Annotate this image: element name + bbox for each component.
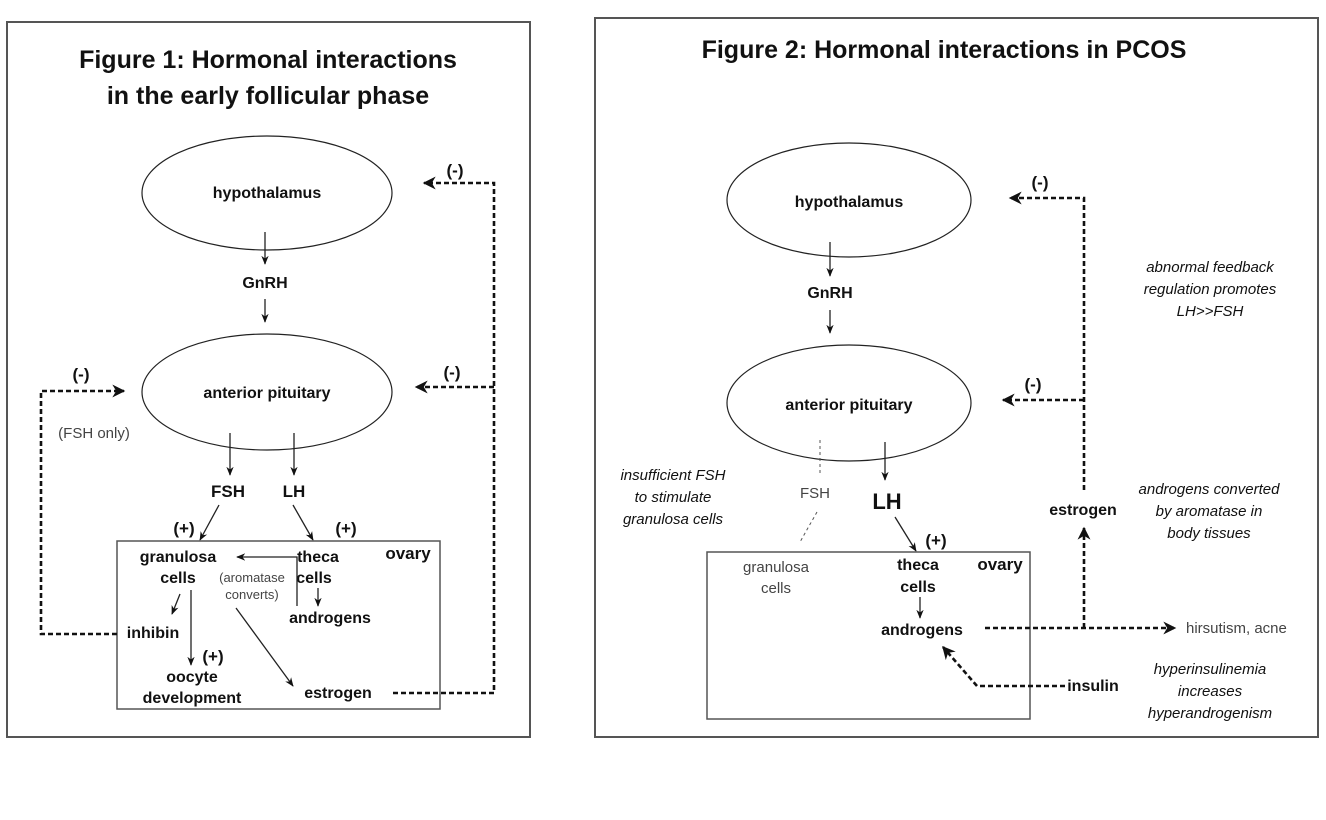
aromatase-label-line1: (aromatase [219,570,285,585]
estrogen-feedback-hypothalamus-2 [1008,191,1086,490]
note-insufficient-fsh: insufficient FSH to stimulate granulosa … [620,467,725,528]
svg-text:abnormal feedback: abnormal feedback [1146,259,1275,276]
svg-text:hyperandrogenism: hyperandrogenism [1148,705,1272,722]
fsh-positive-sign: (+) [173,519,194,538]
granulosa-label-line2: cells [160,570,196,587]
androgens-label-2: androgens [881,622,963,639]
arrow-lh-theca-2 [894,516,917,552]
ovary-label: ovary [385,544,431,563]
hypothalamus-negative-sign: (-) [447,161,464,180]
note-abnormal-feedback: abnormal feedback regulation promotes LH… [1144,259,1277,320]
figure-2-title: Figure 2: Hormonal interactions in PCOS [702,36,1187,64]
anterior-pituitary-node [141,333,393,451]
estrogen-label-2: estrogen [1049,502,1117,519]
arrow-androgens-granulosa [236,553,298,606]
ovary-label-2: ovary [977,555,1023,574]
fsh-label-2: FSH [800,485,830,502]
lh-positive-sign: (+) [335,519,356,538]
arrow-granulosa-inhibin [171,593,181,615]
oocyte-label-line1: oocyte [166,669,218,686]
arrow-lh-theca [292,504,314,541]
note-aromatase-conversion: androgens converted by aromatase in body… [1139,481,1281,542]
gnrh-label: GnRH [242,275,287,292]
hypothalamus-node-2 [726,142,972,258]
oocyte-label-line2: development [143,690,242,707]
arrow-aromatase-estrogen [235,607,294,687]
inhibin-feedback-pituitary [39,384,126,636]
gnrh-label-2: GnRH [807,285,852,302]
granulosa-label-2-line2: cells [761,580,791,597]
svg-text:increases: increases [1178,683,1243,700]
figure-1: Figure 1: Hormonal interactions in the e… [6,21,531,738]
ovary-box [116,540,441,710]
granulosa-label-2-line1: granulosa [743,559,810,576]
hypothalamus-node [141,135,393,251]
anterior-pituitary-node-2 [726,344,972,462]
inhibin-negative-sign: (-) [73,365,90,384]
hypothalamus-label-2: hypothalamus [795,194,904,211]
estrogen-label: estrogen [304,685,372,702]
androgens-label: androgens [289,610,371,627]
figure-2-frame [594,17,1319,738]
svg-text:hyperinsulinemia: hyperinsulinemia [1154,661,1267,678]
note-hyperinsulinemia: hyperinsulinemia increases hyperandrogen… [1148,661,1272,722]
svg-text:insufficient FSH: insufficient FSH [620,467,725,484]
insulin-to-androgens [942,646,1065,688]
weak-fsh-to-granulosa [799,511,818,543]
lh-label: LH [283,482,306,501]
insulin-label: insulin [1067,678,1119,695]
theca-label-line2: cells [296,570,332,587]
hirsutism-label: hirsutism, acne [1186,620,1287,637]
hypothalamus-label: hypothalamus [213,185,322,202]
svg-text:androgens converted: androgens converted [1139,481,1281,498]
figure-2: Figure 2: Hormonal interactions in PCOS … [594,17,1319,738]
oocyte-positive-sign: (+) [202,647,223,666]
pituitary-negative-sign: (-) [444,363,461,382]
aromatase-label-line2: converts) [225,587,278,602]
svg-text:LH>>FSH: LH>>FSH [1177,303,1244,320]
figure-1-title-line1: Figure 1: Hormonal interactions [79,46,457,74]
inhibin-label: inhibin [127,625,179,642]
arrow-fsh-granulosa [199,504,220,541]
anterior-pituitary-label-2: anterior pituitary [785,397,912,414]
fsh-label: FSH [211,482,245,501]
svg-text:body tissues: body tissues [1167,525,1251,542]
pituitary-negative-sign-2: (-) [1025,375,1042,394]
svg-text:granulosa cells: granulosa cells [623,511,724,528]
estrogen-feedback-hypothalamus [393,176,496,695]
theca-label-line1: theca [297,549,339,566]
lh-positive-sign-2: (+) [925,531,946,550]
figure-1-frame [6,21,531,738]
fsh-only-label: (FSH only) [58,425,130,442]
ovary-box-2 [706,551,1031,720]
svg-text:by aromatase in: by aromatase in [1156,503,1263,520]
theca-label-2-line2: cells [900,579,936,596]
lh-label-2: LH [872,489,901,514]
hypothalamus-negative-sign-2: (-) [1032,173,1049,192]
granulosa-label-line1: granulosa [140,549,217,566]
svg-text:to stimulate: to stimulate [635,489,712,506]
svg-text:regulation promotes: regulation promotes [1144,281,1277,298]
theca-label-2-line1: theca [897,557,939,574]
figure-1-title-line2: in the early follicular phase [107,82,429,110]
anterior-pituitary-label: anterior pituitary [203,385,330,402]
